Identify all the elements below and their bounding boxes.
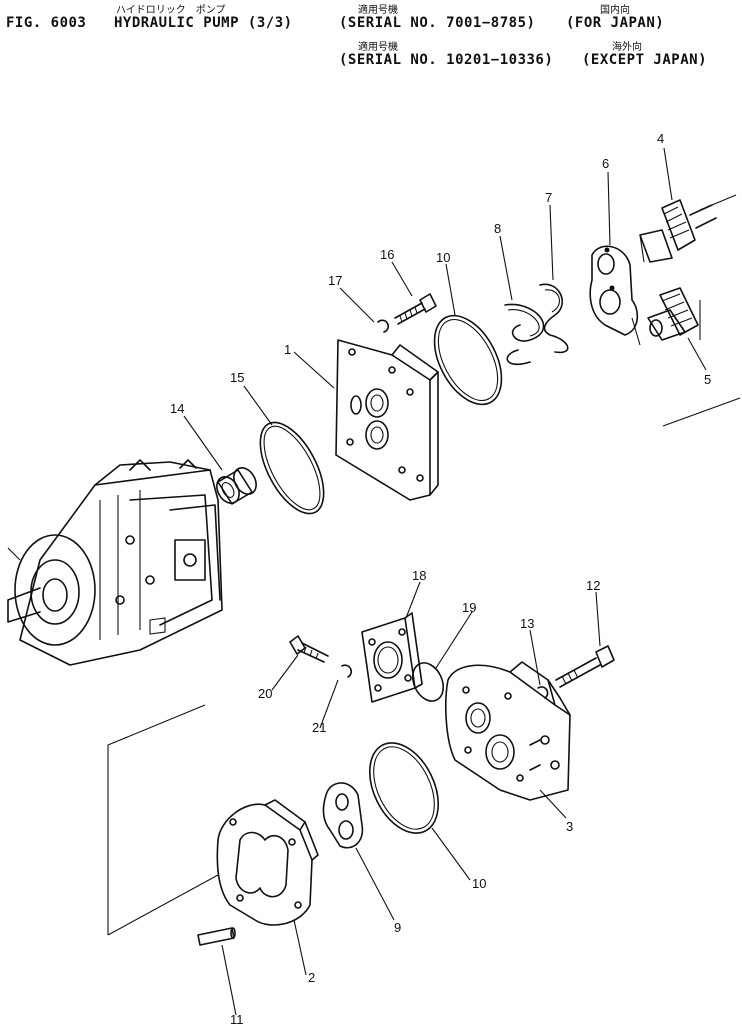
callout-8: 8 — [494, 221, 501, 236]
callout-3: 3 — [566, 819, 573, 834]
callout-7: 7 — [545, 190, 552, 205]
leader-lines — [183, 147, 707, 1016]
callout-12: 12 — [586, 578, 600, 593]
part-19-o-ring — [411, 662, 445, 702]
part-20-bolt — [289, 635, 329, 663]
part-12-bolt — [555, 645, 615, 688]
part-10-o-ring-lower — [368, 742, 440, 834]
part-18-plate — [361, 612, 423, 703]
axis-line-right — [662, 397, 741, 427]
callout-21: 21 — [312, 720, 326, 735]
serial-2-kana: 適用号機 — [358, 42, 398, 53]
region-1-kana: 国内向 — [600, 5, 630, 16]
callout-11: 11 — [230, 1012, 244, 1024]
part-13-washer — [537, 686, 549, 699]
callout-19: 19 — [462, 600, 476, 615]
serial-range-1: (SERIAL NO. 7001−8785) — [339, 15, 536, 31]
pump-assembly — [7, 459, 223, 666]
region-2-kana: 海外向 — [612, 42, 642, 53]
callout-5: 5 — [704, 372, 711, 387]
callout-6: 6 — [602, 156, 609, 171]
callout-17: 17 — [328, 273, 342, 288]
part-9-gasket — [322, 782, 364, 849]
part-3-rear-housing — [445, 661, 571, 801]
page-title: HYDRAULIC PUMP (3/3) — [114, 15, 293, 31]
serial-range-2: (SERIAL NO. 10201−10336) — [339, 52, 554, 68]
part-6-bushing-plate — [589, 245, 639, 336]
serial-1-kana: 適用号機 — [358, 5, 398, 16]
callout-13: 13 — [520, 616, 534, 631]
callout-2: 2 — [308, 970, 315, 985]
part-7-backup-ring — [539, 283, 569, 354]
part-1-plate — [335, 339, 439, 501]
part-14-bushing — [216, 467, 257, 505]
callout-9: 9 — [394, 920, 401, 935]
callout-18: 18 — [412, 568, 426, 583]
part-17-washer — [377, 319, 390, 333]
callout-15: 15 — [230, 370, 244, 385]
fig-label: FIG. 6003 — [6, 15, 87, 31]
callout-10-lower: 10 — [472, 876, 486, 891]
callout-4: 4 — [657, 131, 664, 146]
callout-1: 1 — [284, 342, 291, 357]
part-5-driven-gear — [647, 287, 699, 341]
region-1: (FOR JAPAN) — [566, 15, 665, 31]
callout-16: 16 — [380, 247, 394, 262]
part-2-front-plate — [216, 799, 319, 926]
part-11-pin — [197, 927, 235, 946]
bracket-top — [107, 704, 206, 746]
part-10-o-ring-upper — [433, 314, 503, 406]
axis-line-top — [699, 194, 737, 211]
callout-numbers: 1 2 3 4 5 6 7 8 9 10 10 11 12 13 14 15 1… — [170, 131, 711, 1024]
callout-20: 20 — [258, 686, 272, 701]
bracket-bottom — [107, 874, 219, 936]
part-8-seal — [504, 303, 545, 366]
part-16-bolt — [394, 293, 437, 325]
part-15-o-ring — [259, 421, 325, 515]
callout-10-upper: 10 — [436, 250, 450, 265]
callout-14: 14 — [170, 401, 184, 416]
title-kana: ハイドロリック ポンプ — [116, 5, 226, 16]
part-21-washer — [341, 664, 353, 678]
part-4-drive-gear — [639, 199, 717, 263]
region-2: (EXCEPT JAPAN) — [582, 52, 708, 68]
